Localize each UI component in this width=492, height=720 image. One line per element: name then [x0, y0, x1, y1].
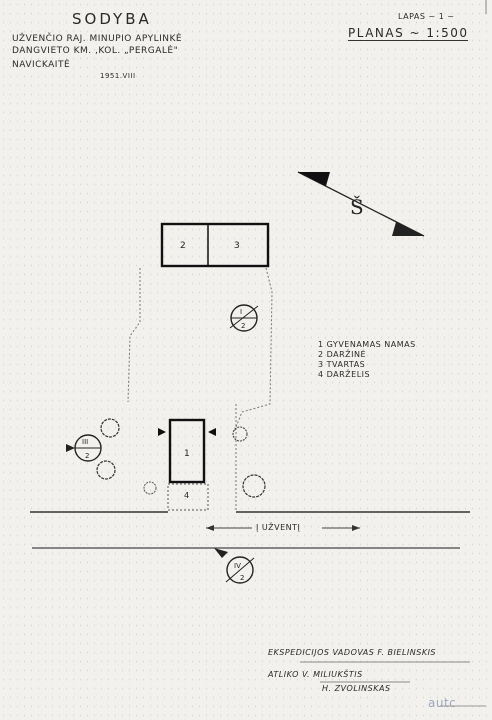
dwelling-house-outline [168, 418, 206, 484]
location-line-2: DANGVIETO KM. ,KOL. „PERGALĖ" [12, 46, 179, 56]
svg-text:2: 2 [240, 574, 244, 582]
building-1-number: 1 [184, 449, 190, 459]
svg-text:I: I [240, 308, 242, 316]
north-arrow-icon: Š [297, 171, 425, 237]
tree-icon [100, 418, 120, 438]
legend-item-2: 2 DARŽINĖ [318, 350, 367, 359]
road-direction-arrow-icon [352, 525, 360, 531]
svg-text:III: III [82, 438, 88, 446]
drawn-by: ATLIKO V. MILIUKŠTIS [268, 670, 363, 679]
svg-text:2: 2 [85, 452, 89, 460]
svg-text:IV: IV [234, 562, 241, 570]
tree-icon [232, 426, 248, 442]
road-label: Į UŽVENTĮ [256, 523, 301, 532]
plan-title: SODYBA [72, 10, 152, 28]
barn-stable-outline [160, 222, 270, 268]
building-4-number: 4 [184, 491, 189, 500]
plan-date: 1951.VIII [100, 72, 136, 80]
location-line-1: UŽVENČIO RAJ. MINUPIO APYLINKĖ [12, 34, 183, 44]
road-direction-arrow-icon [206, 525, 214, 531]
yard-boundary [127, 267, 273, 512]
sheet-number: LAPAS ~ 1 ~ [398, 12, 455, 21]
plan-scale: PLANAS ~ 1:500 [348, 26, 469, 41]
legend-item-3: 3 TVARTAS [318, 360, 366, 369]
north-label: Š [350, 194, 364, 219]
building-3-number: 3 [234, 241, 240, 251]
view-marker-icon: I 2 [229, 304, 259, 332]
view-marker-icon: IV 2 [214, 548, 255, 584]
svg-text:2: 2 [241, 322, 245, 330]
front-garden-outline [167, 483, 209, 511]
legend-item-1: 1 GYVENAMAS NAMAS [318, 340, 416, 349]
entrance-arrow-icon [158, 428, 166, 436]
shrub-icon [143, 481, 157, 495]
expedition-leader: EKSPEDICIJOS VADOVAS F. BIELINSKIS [268, 648, 437, 657]
view-marker-icon: III 2 [66, 434, 102, 462]
entrance-arrow-icon [208, 428, 216, 436]
tree-icon [96, 460, 116, 480]
legend-item-4: 4 DARŽELIS [318, 370, 371, 379]
owner-name: NAVICKAITĖ [12, 60, 71, 70]
tree-icon [242, 474, 266, 498]
drawn-by-2: H. ZVOLINSKAS [322, 684, 391, 693]
building-2-number: 2 [180, 241, 186, 251]
